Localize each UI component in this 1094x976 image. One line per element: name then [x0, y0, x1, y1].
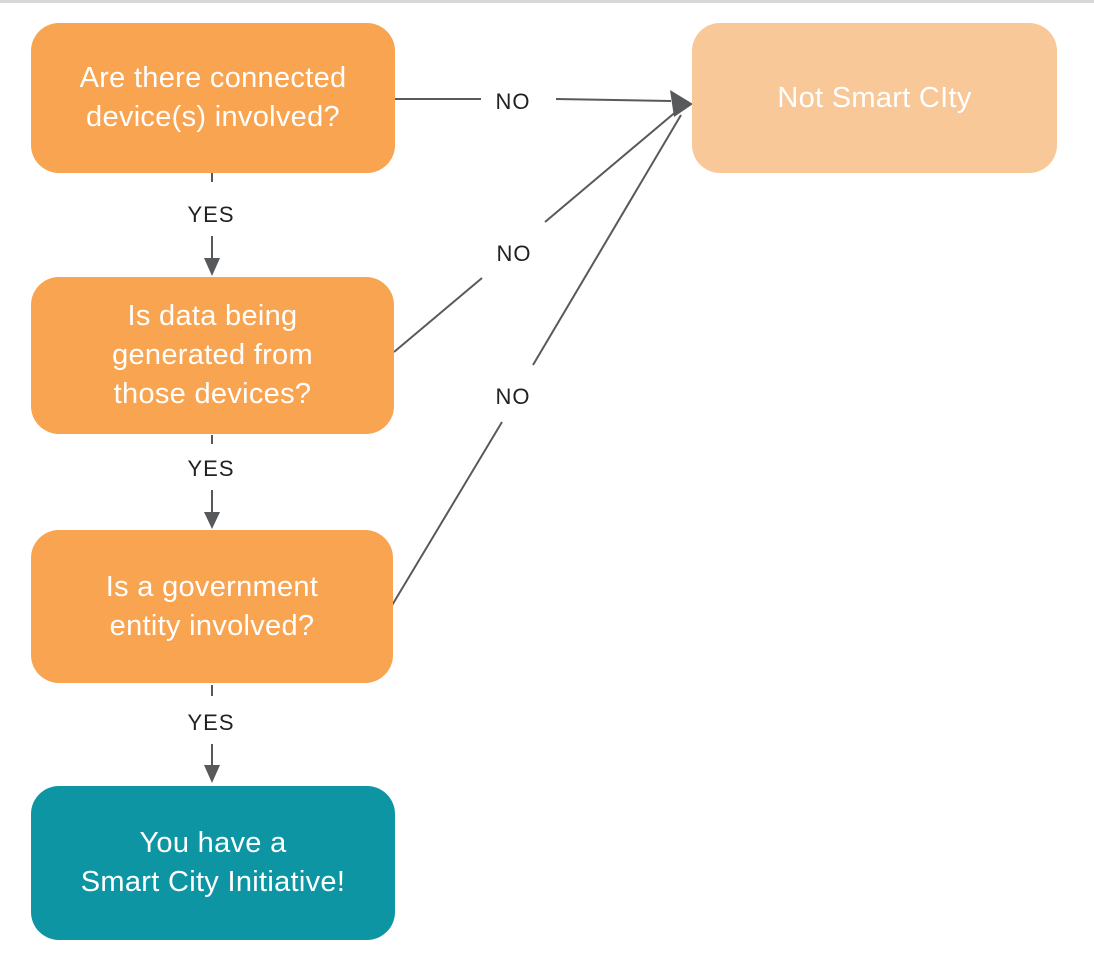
edge-no-1: [395, 98, 672, 102]
edge-label-yes-1: YES: [187, 202, 235, 227]
node-text-line: entity involved?: [109, 609, 315, 642]
edge-yes-2: [204, 435, 220, 529]
node-text-line: Smart City Initiative!: [80, 866, 346, 898]
node-text-line: device(s) involved?: [86, 101, 340, 133]
node-text-line: generated from: [112, 339, 313, 371]
edge-label-yes-2: YES: [187, 456, 235, 481]
flowchart-node-not-smart-city: Not Smart CIty: [692, 23, 1057, 173]
node-text-line: Not Smart CIty: [777, 81, 972, 114]
edge-label-no-1: NO: [495, 89, 531, 114]
flowchart-node-data-generated: Is data being generated from those devic…: [31, 277, 394, 434]
edge-label-no-2: NO: [496, 241, 532, 266]
node-text-line: Are there connected: [79, 62, 347, 94]
edge-no-2: [393, 109, 679, 353]
edge-label-yes-3: YES: [187, 710, 235, 735]
flowchart-node-smart-city-initiative: You have a Smart City Initiative!: [31, 786, 395, 940]
arrowhead-yes-1-icon: [204, 258, 220, 276]
edge-no-3: [390, 114, 682, 608]
node-text-line: You have a: [139, 827, 287, 859]
flowchart-node-government-entity: Is a government entity involved?: [31, 530, 393, 683]
arrowhead-yes-2-icon: [204, 512, 220, 529]
arrowhead-no-icon: [670, 90, 693, 117]
node-text-line: those devices?: [113, 378, 312, 410]
edge-label-no-3: NO: [495, 384, 531, 409]
flowchart-node-connected-devices: Are there connected device(s) involved?: [31, 23, 395, 173]
arrowhead-yes-3-icon: [204, 765, 220, 783]
page-top-divider: [0, 0, 1094, 3]
node-text-line: Is data being: [127, 300, 298, 332]
node-text-line: Is a government: [105, 570, 319, 603]
